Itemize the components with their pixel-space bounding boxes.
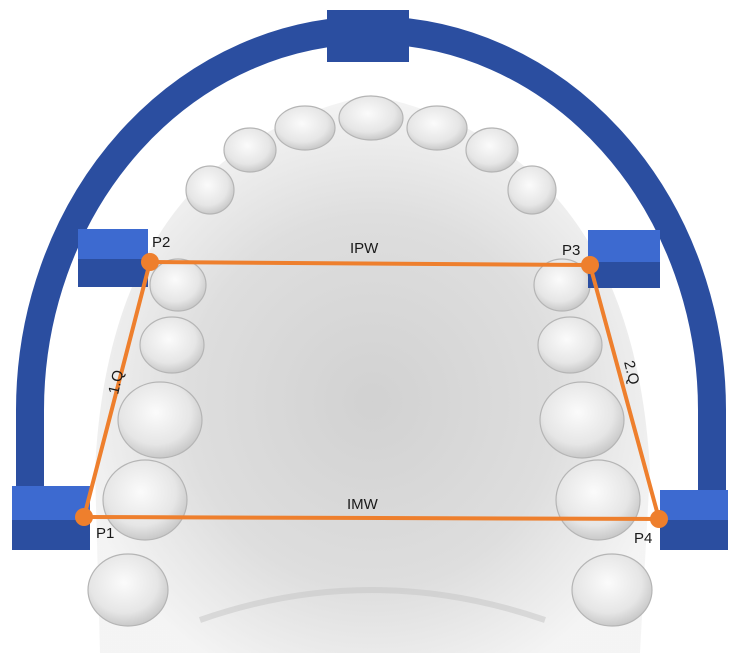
brace-right-upper [588, 230, 660, 264]
point-p3 [581, 256, 599, 274]
label-p1: P1 [96, 525, 114, 542]
top-handle [327, 10, 409, 62]
label-p2: P2 [152, 234, 170, 251]
point-p1 [75, 508, 93, 526]
palate [95, 95, 650, 653]
label-imw: IMW [347, 496, 379, 513]
brace-right-lower-shadow [660, 520, 728, 550]
point-p2 [141, 253, 159, 271]
brace-left-upper [78, 229, 148, 264]
label-ipw: IPW [350, 240, 379, 257]
brace-right-lower [660, 490, 728, 522]
imw-line [84, 517, 659, 519]
label-p4: P4 [634, 530, 652, 547]
brace-left-lower-shadow [12, 520, 90, 550]
brace-left-upper-shadow [78, 259, 148, 287]
label-p3: P3 [562, 242, 580, 259]
point-p4 [650, 510, 668, 528]
